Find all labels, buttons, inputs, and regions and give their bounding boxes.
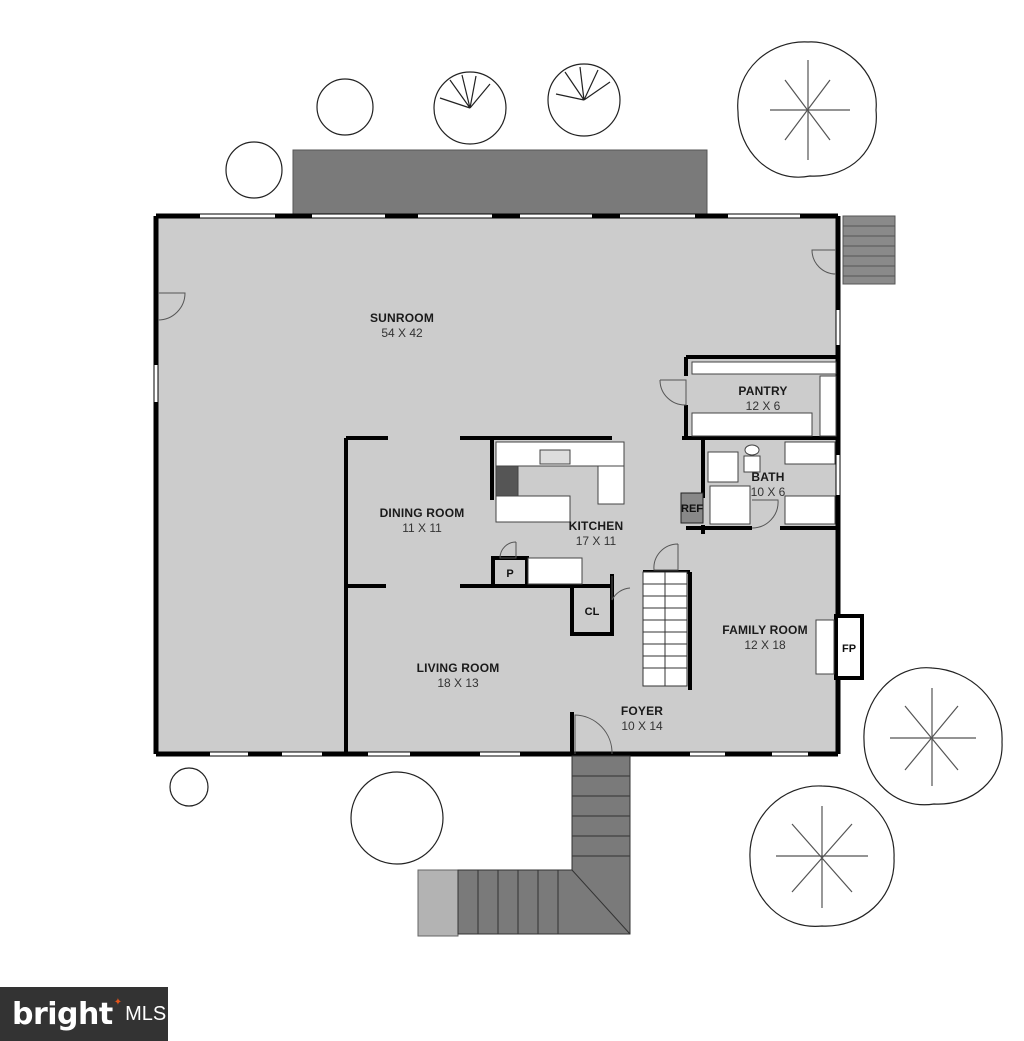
bright-mls-logo: bright✦ MLS bbox=[0, 987, 168, 1041]
foyer-name: FOYER bbox=[621, 704, 663, 718]
top-deck bbox=[292, 149, 708, 215]
room-labels: SUNROOM 54 X 42 PANTRY 12 X 6 BATH 10 X … bbox=[370, 311, 856, 733]
bath-name: BATH bbox=[751, 470, 784, 484]
logo-accent-icon: ✦ bbox=[113, 996, 123, 1008]
tree-small bbox=[169, 767, 209, 807]
fireplace-tag: FP bbox=[842, 643, 856, 655]
pantry-name: PANTRY bbox=[738, 384, 787, 398]
dining-name: DINING ROOM bbox=[380, 506, 465, 520]
kitchen-dims: 17 X 11 bbox=[576, 534, 617, 548]
refrigerator bbox=[680, 492, 704, 524]
kitchen-counters bbox=[495, 441, 625, 585]
tree-small bbox=[316, 78, 374, 136]
front-stairs bbox=[417, 755, 631, 937]
kitchen-name: KITCHEN bbox=[569, 519, 624, 533]
logo-suffix: MLS bbox=[125, 1002, 167, 1025]
pantry-dims: 12 X 6 bbox=[746, 399, 781, 413]
sunroom-dims: 54 X 42 bbox=[381, 326, 423, 340]
closet-tag: CL bbox=[585, 606, 600, 618]
fireplace bbox=[815, 614, 864, 680]
ref-tag: REF bbox=[681, 503, 703, 515]
bath-fixtures bbox=[707, 441, 836, 525]
dining-dims: 11 X 11 bbox=[402, 521, 442, 535]
side-steps bbox=[842, 215, 896, 285]
tree-medium bbox=[350, 771, 444, 865]
foyer-dims: 10 X 14 bbox=[621, 719, 663, 733]
trees bbox=[169, 41, 1003, 927]
sunroom-name: SUNROOM bbox=[370, 311, 434, 325]
bath-dims: 10 X 6 bbox=[751, 485, 786, 499]
family-name: FAMILY ROOM bbox=[722, 623, 808, 637]
pantry-shelves bbox=[691, 361, 837, 437]
logo-brand: bright bbox=[12, 996, 113, 1032]
windows bbox=[154, 214, 840, 756]
tree-small bbox=[225, 141, 283, 199]
pantry-closet-tag: P bbox=[506, 568, 513, 580]
door-swings bbox=[157, 249, 837, 755]
living-dims: 18 X 13 bbox=[437, 676, 479, 690]
living-name: LIVING ROOM bbox=[417, 661, 500, 675]
staircase bbox=[642, 571, 688, 687]
family-dims: 12 X 18 bbox=[744, 638, 786, 652]
